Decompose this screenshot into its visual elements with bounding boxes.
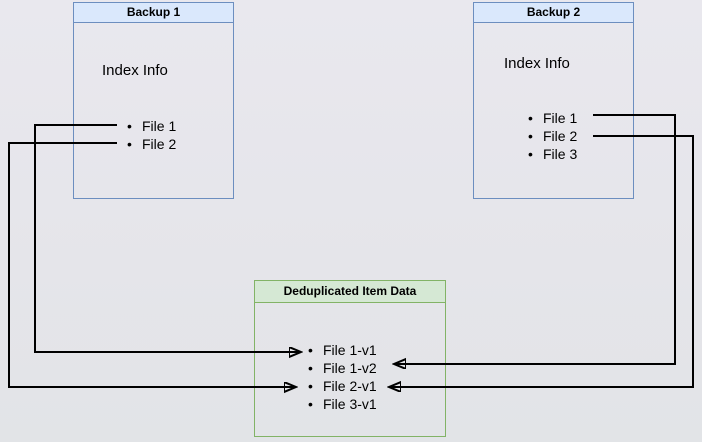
backup1-index-info-label: Index Info (102, 62, 168, 79)
backup1-file-1: File 1 (126, 117, 176, 135)
backup2-index-info-label: Index Info (504, 55, 570, 72)
dedup-file-3-v1: File 3-v1 (307, 395, 377, 413)
dedup-file-1-v2: File 1-v2 (307, 359, 377, 377)
dedup-box: Deduplicated Item Data File 1-v1 File 1-… (254, 280, 446, 437)
dedup-title: Deduplicated Item Data (255, 281, 445, 303)
backup2-file-list: File 1 File 2 File 3 (527, 109, 577, 163)
dedup-file-2-v1: File 2-v1 (307, 377, 377, 395)
backup2-box: Backup 2 Index Info File 1 File 2 File 3 (473, 2, 634, 199)
backup2-file-1: File 1 (527, 109, 577, 127)
backup2-file-3: File 3 (527, 145, 577, 163)
dedup-file-1-v1: File 1-v1 (307, 341, 377, 359)
dedup-file-list: File 1-v1 File 1-v2 File 2-v1 File 3-v1 (307, 341, 377, 413)
backup1-title: Backup 1 (74, 3, 233, 23)
backup2-title: Backup 2 (474, 3, 633, 23)
backup2-file-2: File 2 (527, 127, 577, 145)
backup1-box: Backup 1 Index Info File 1 File 2 (73, 2, 234, 199)
backup1-file-2: File 2 (126, 135, 176, 153)
backup1-file-list: File 1 File 2 (126, 117, 176, 153)
